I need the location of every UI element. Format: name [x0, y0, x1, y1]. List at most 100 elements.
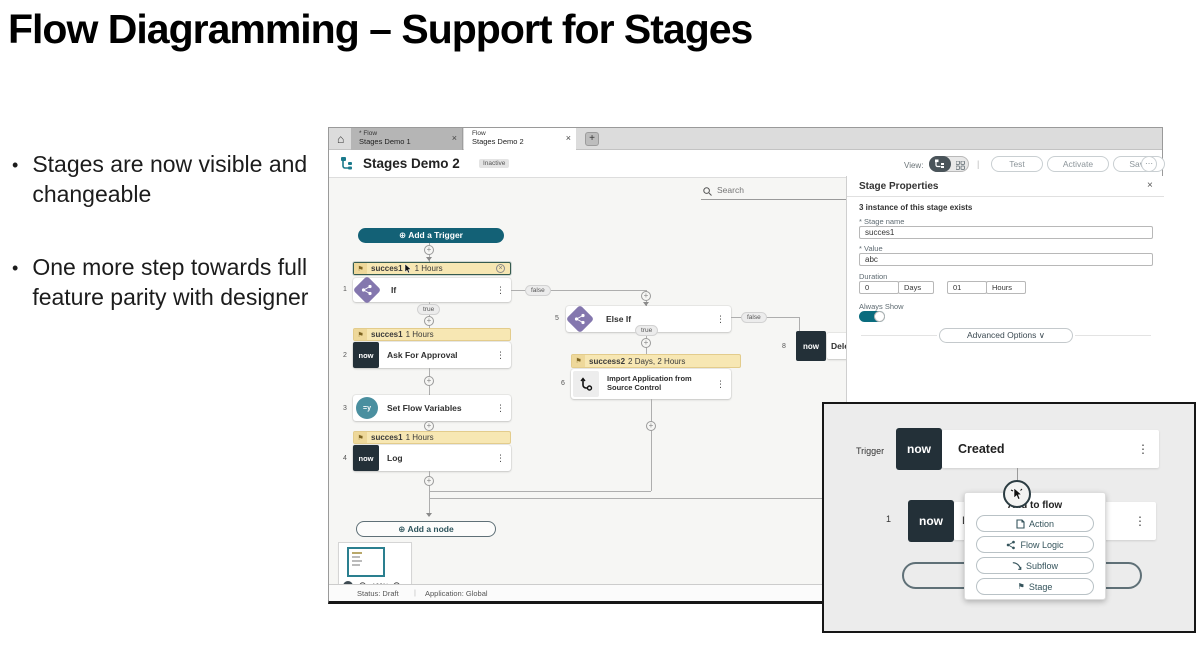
add-connector[interactable]: + [424, 376, 434, 386]
stage-duration: 1 Hours [405, 433, 434, 442]
tab-title-label: Stages Demo 1 [359, 137, 411, 146]
now-logo-icon: now [796, 331, 826, 361]
inset-screenshot: Trigger now Created ⋮ 1 L ⋮ now Add to f… [822, 402, 1196, 633]
bullet-item: • One more step towards full feature par… [12, 253, 312, 313]
minimap-viewport[interactable] [347, 547, 385, 577]
stage-name: success2 [589, 356, 626, 366]
false-label: false [525, 285, 551, 296]
connector-line [511, 290, 646, 291]
status-text: Status: Draft [357, 589, 399, 598]
branch-icon [574, 313, 585, 325]
close-icon[interactable]: × [565, 133, 571, 143]
circle-plus-icon: ⊕ [399, 230, 407, 240]
kebab-menu-icon[interactable]: ⋮ [1134, 514, 1146, 528]
kebab-menu-icon[interactable]: ⋮ [716, 378, 725, 389]
node-label: Set Flow Variables [387, 403, 462, 413]
add-connector[interactable]: + [641, 291, 651, 301]
new-tab-button[interactable]: + [585, 132, 599, 146]
add-connector[interactable]: + [424, 245, 434, 255]
search-input[interactable] [717, 185, 837, 195]
stage-name-field[interactable] [859, 226, 1153, 239]
status-badge: Inactive [479, 159, 510, 168]
kebab-menu-icon[interactable]: ⋮ [496, 349, 505, 360]
close-icon[interactable]: × [1147, 180, 1153, 191]
tab-stages-demo-1[interactable]: * Flow Stages Demo 1 × [351, 128, 463, 150]
node-import-application[interactable]: Import Application from Source Control ⋮ [571, 369, 731, 399]
duration-hours-field[interactable]: 01 [947, 281, 987, 294]
arrow-down [643, 302, 649, 306]
add-node-button[interactable]: ⊕ Add a node [356, 521, 496, 537]
flow-tree-icon [341, 157, 352, 170]
save-button[interactable]: Save [1113, 156, 1165, 172]
bullet-text: One more step towards full feature parit… [32, 254, 309, 310]
kebab-menu-icon[interactable]: ⋮ [496, 284, 505, 295]
insert-cursor-connector[interactable] [1003, 480, 1031, 508]
node-label: If [391, 285, 397, 295]
trigger-card[interactable]: Created ⋮ [942, 430, 1159, 468]
add-connector[interactable]: + [424, 421, 434, 431]
grid-view-icon[interactable] [956, 161, 965, 170]
node-set-flow-variables[interactable]: =y Set Flow Variables ⋮ [353, 395, 511, 421]
stage-name: succes1 [371, 433, 403, 442]
tab-type-label: Flow [472, 130, 486, 137]
add-connector[interactable]: + [424, 476, 434, 486]
home-icon[interactable]: ⌂ [337, 132, 345, 146]
always-show-toggle[interactable] [859, 311, 885, 322]
connector-line [429, 302, 430, 328]
diagram-view-icon[interactable] [929, 156, 951, 172]
advanced-divider [861, 335, 937, 336]
bullet-icon: • [12, 155, 19, 175]
add-connector[interactable]: + [646, 421, 656, 431]
node-label: Dele [831, 341, 849, 351]
node-log[interactable]: now Log ⋮ [353, 445, 511, 471]
duration-days-unit: Days [898, 281, 934, 294]
kebab-menu-icon[interactable]: ⋮ [716, 313, 725, 324]
node-number: 2 [343, 352, 347, 359]
node-number: 1 [886, 514, 892, 524]
add-connector[interactable]: + [641, 338, 651, 348]
close-icon[interactable]: × [451, 133, 457, 143]
node-else-if[interactable]: Else If ⋮ [566, 306, 731, 332]
bullet-icon: • [12, 258, 19, 278]
now-logo-icon: now [353, 445, 379, 471]
popup-stage-button[interactable]: ⚑ Stage [976, 578, 1094, 595]
flag-icon: ⚑ [354, 432, 367, 443]
canvas-search[interactable] [701, 184, 847, 200]
add-trigger-button[interactable]: ⊕ Add a Trigger [358, 228, 504, 243]
popup-flow-logic-button[interactable]: Flow Logic [976, 536, 1094, 553]
stage-bar[interactable]: ⚑ succes1 1 Hours [353, 431, 511, 444]
advanced-divider [1075, 335, 1151, 336]
node-ask-for-approval[interactable]: now Ask For Approval ⋮ [353, 342, 511, 368]
value-field[interactable] [859, 253, 1153, 266]
duration-hours-unit: Hours [986, 281, 1026, 294]
stage-duration: 1 Hours [405, 330, 434, 339]
stage-bar[interactable]: ⚑ succes1 1 Hours [353, 328, 511, 341]
advanced-options-button[interactable]: Advanced Options ∨ [939, 328, 1073, 343]
bullet-text: Stages are now visible and changeable [32, 151, 308, 207]
connector-line [429, 498, 846, 499]
always-show-label: Always Show [859, 302, 904, 311]
duration-days-field[interactable]: 0 [859, 281, 899, 294]
more-options-button[interactable]: ⋯ [1141, 156, 1157, 172]
stage-bar[interactable]: ⚑ success2 2 Days, 2 Hours [571, 354, 741, 368]
node-number: 1 [343, 286, 347, 293]
kebab-menu-icon[interactable]: ⋮ [496, 452, 505, 463]
stage-name: succes1 [371, 264, 403, 273]
popup-action-button[interactable]: Action [976, 515, 1094, 532]
trigger-title: Created [958, 442, 1005, 456]
add-connector[interactable]: + [424, 316, 434, 326]
search-icon [703, 187, 712, 196]
kebab-menu-icon[interactable]: ⋮ [1137, 442, 1149, 456]
kebab-menu-icon[interactable]: ⋮ [496, 402, 505, 413]
test-button[interactable]: Test [991, 156, 1043, 172]
view-toggle[interactable] [929, 156, 969, 172]
popup-subflow-button[interactable]: Subflow [976, 557, 1094, 574]
now-logo-icon: now [908, 500, 954, 542]
cursor-icon [1010, 487, 1023, 500]
stage-bar-selected[interactable]: ⚑ succes1 1 Hours × [353, 262, 511, 275]
remove-stage-icon[interactable]: × [496, 264, 505, 273]
tab-stages-demo-2[interactable]: Flow Stages Demo 2 × [464, 128, 576, 150]
activate-button[interactable]: Activate [1047, 156, 1109, 172]
add-to-flow-popup: Add to flow Action Flow Logic Subflow [964, 492, 1106, 600]
flag-icon: ⚑ [572, 355, 585, 367]
